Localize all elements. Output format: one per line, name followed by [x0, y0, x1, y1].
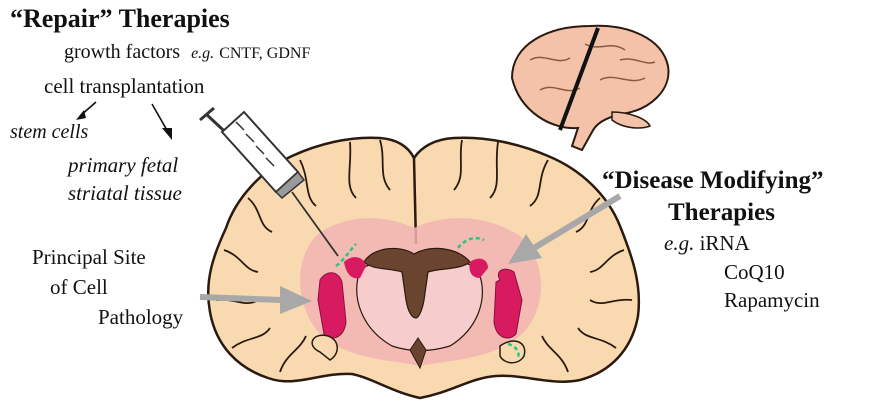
- fetal-tissue-line1: primary fetal: [68, 155, 178, 176]
- cell-transplantation-label: cell transplantation: [44, 76, 204, 97]
- growth-eg: e.g.: [191, 45, 214, 62]
- disease-modifying-item2: CoQ10: [724, 262, 785, 283]
- disease-modifying-item3: Rapamycin: [724, 290, 820, 311]
- growth-factors-label: growth factors e.g. CNTF, GDNF: [64, 42, 310, 62]
- cell-transplant-arrows: [76, 102, 172, 140]
- disease-modifying-item1-row: e.g. iRNA: [664, 233, 750, 254]
- pathology-line2: of Cell: [50, 277, 108, 298]
- fetal-tissue-line2: striatal tissue: [68, 183, 182, 204]
- disease-modifying-eg: e.g.: [664, 231, 694, 255]
- disease-modifying-title-line2: Therapies: [668, 200, 775, 225]
- pathology-line3: Pathology: [98, 307, 183, 328]
- repair-therapies-title: “Repair” Therapies: [10, 6, 230, 32]
- growth-factors-text: growth factors: [64, 41, 180, 63]
- disease-modifying-item1: iRNA: [700, 231, 750, 255]
- pathology-line1: Principal Site: [32, 247, 146, 268]
- growth-examples: CNTF, GDNF: [219, 45, 310, 62]
- stem-cells-label: stem cells: [10, 122, 88, 142]
- disease-modifying-title-line1: “Disease Modifying”: [602, 168, 824, 193]
